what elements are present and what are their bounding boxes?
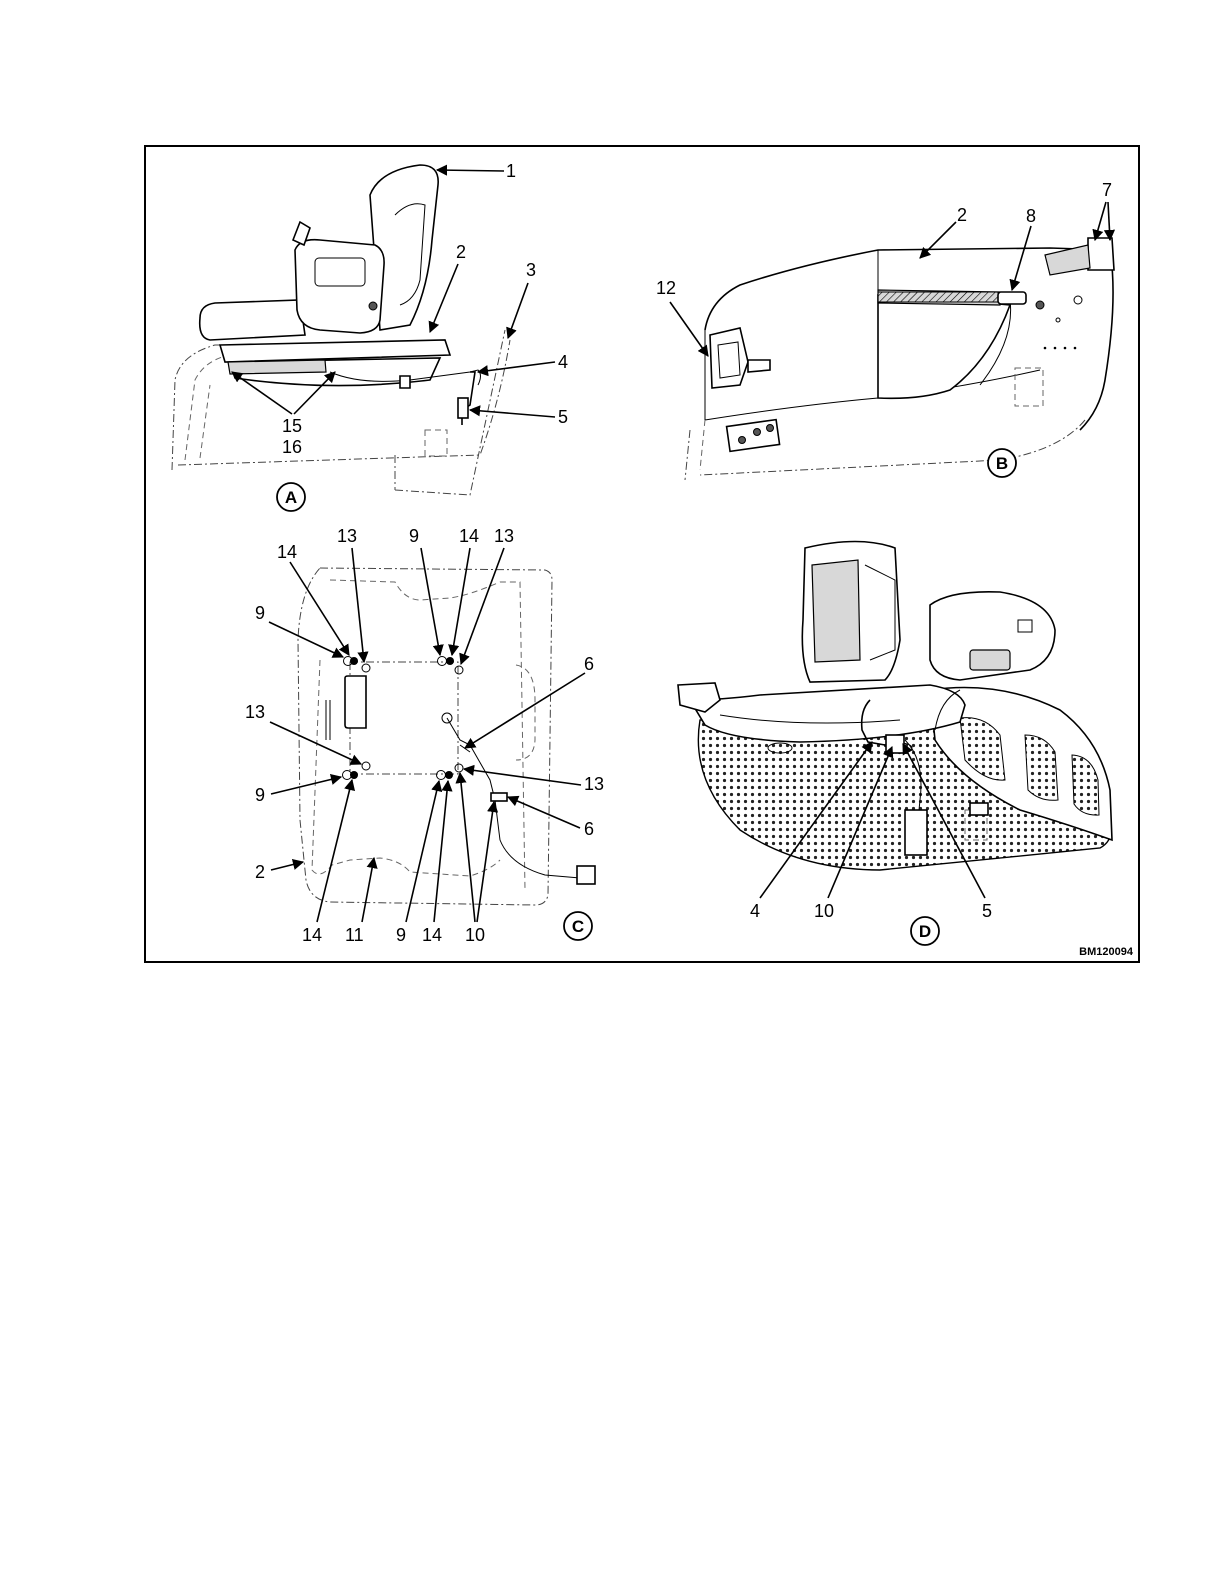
panel-d-label: D: [919, 922, 931, 941]
callout-5: 5: [558, 407, 568, 427]
panel-b-label: B: [996, 454, 1008, 473]
callout-6-upper: 6: [584, 654, 594, 674]
panel-b: 12 2 8 7 B: [656, 180, 1114, 480]
callout-2: 2: [957, 205, 967, 225]
panel-a-badge: A: [277, 483, 305, 511]
callout-2: 2: [456, 242, 466, 262]
callout-13-top-left: 13: [337, 526, 357, 546]
panel-c-badge: C: [564, 912, 592, 940]
panel-c: 14 13 9 9 14 13 6 13 9 13 6 2 14: [245, 526, 604, 945]
panel-c-label: C: [572, 917, 584, 936]
callout-13-left: 13: [245, 702, 265, 722]
callout-2: 2: [255, 862, 265, 882]
callout-16: 16: [282, 437, 302, 457]
panel-a: 1 2 3 4 5 15 16 A: [172, 161, 568, 511]
callout-13-upper-right: 13: [494, 526, 514, 546]
callout-14-top: 14: [277, 542, 297, 562]
seat-illustration-b: [685, 238, 1114, 480]
panel-a-label: A: [285, 488, 297, 507]
callout-6-lower: 6: [584, 819, 594, 839]
callout-9-left: 9: [255, 785, 265, 805]
callout-9-top: 9: [255, 603, 265, 623]
callout-14-bottom: 14: [422, 925, 442, 945]
seat-illustration-c: [298, 568, 595, 905]
callout-11: 11: [345, 925, 364, 945]
callout-12: 12: [656, 278, 676, 298]
callout-14-bottom-left: 14: [302, 925, 322, 945]
callout-5: 5: [982, 901, 992, 921]
callout-13-right: 13: [584, 774, 604, 794]
callout-4: 4: [558, 352, 568, 372]
seat-illustration-d: [678, 542, 1112, 871]
callout-3: 3: [526, 260, 536, 280]
callout-1: 1: [506, 161, 516, 181]
callout-9-upper-mid: 9: [409, 526, 419, 546]
callouts-c: 14 13 9 9 14 13 6 13 9 13 6 2 14: [245, 526, 604, 945]
figure-id: BM120094: [1079, 946, 1134, 958]
callout-14-upper-mid: 14: [459, 526, 479, 546]
callout-9-bottom: 9: [396, 925, 406, 945]
panel-d: 4 10 5 D: [678, 542, 1112, 946]
callout-15: 15: [282, 416, 302, 436]
panel-b-badge: B: [988, 449, 1016, 477]
panel-d-badge: D: [911, 917, 939, 945]
callout-7: 7: [1102, 180, 1112, 200]
callout-4: 4: [750, 901, 760, 921]
callout-10: 10: [465, 925, 485, 945]
callout-10: 10: [814, 901, 834, 921]
seat-illustration-a: [172, 165, 510, 495]
callout-8: 8: [1026, 206, 1036, 226]
